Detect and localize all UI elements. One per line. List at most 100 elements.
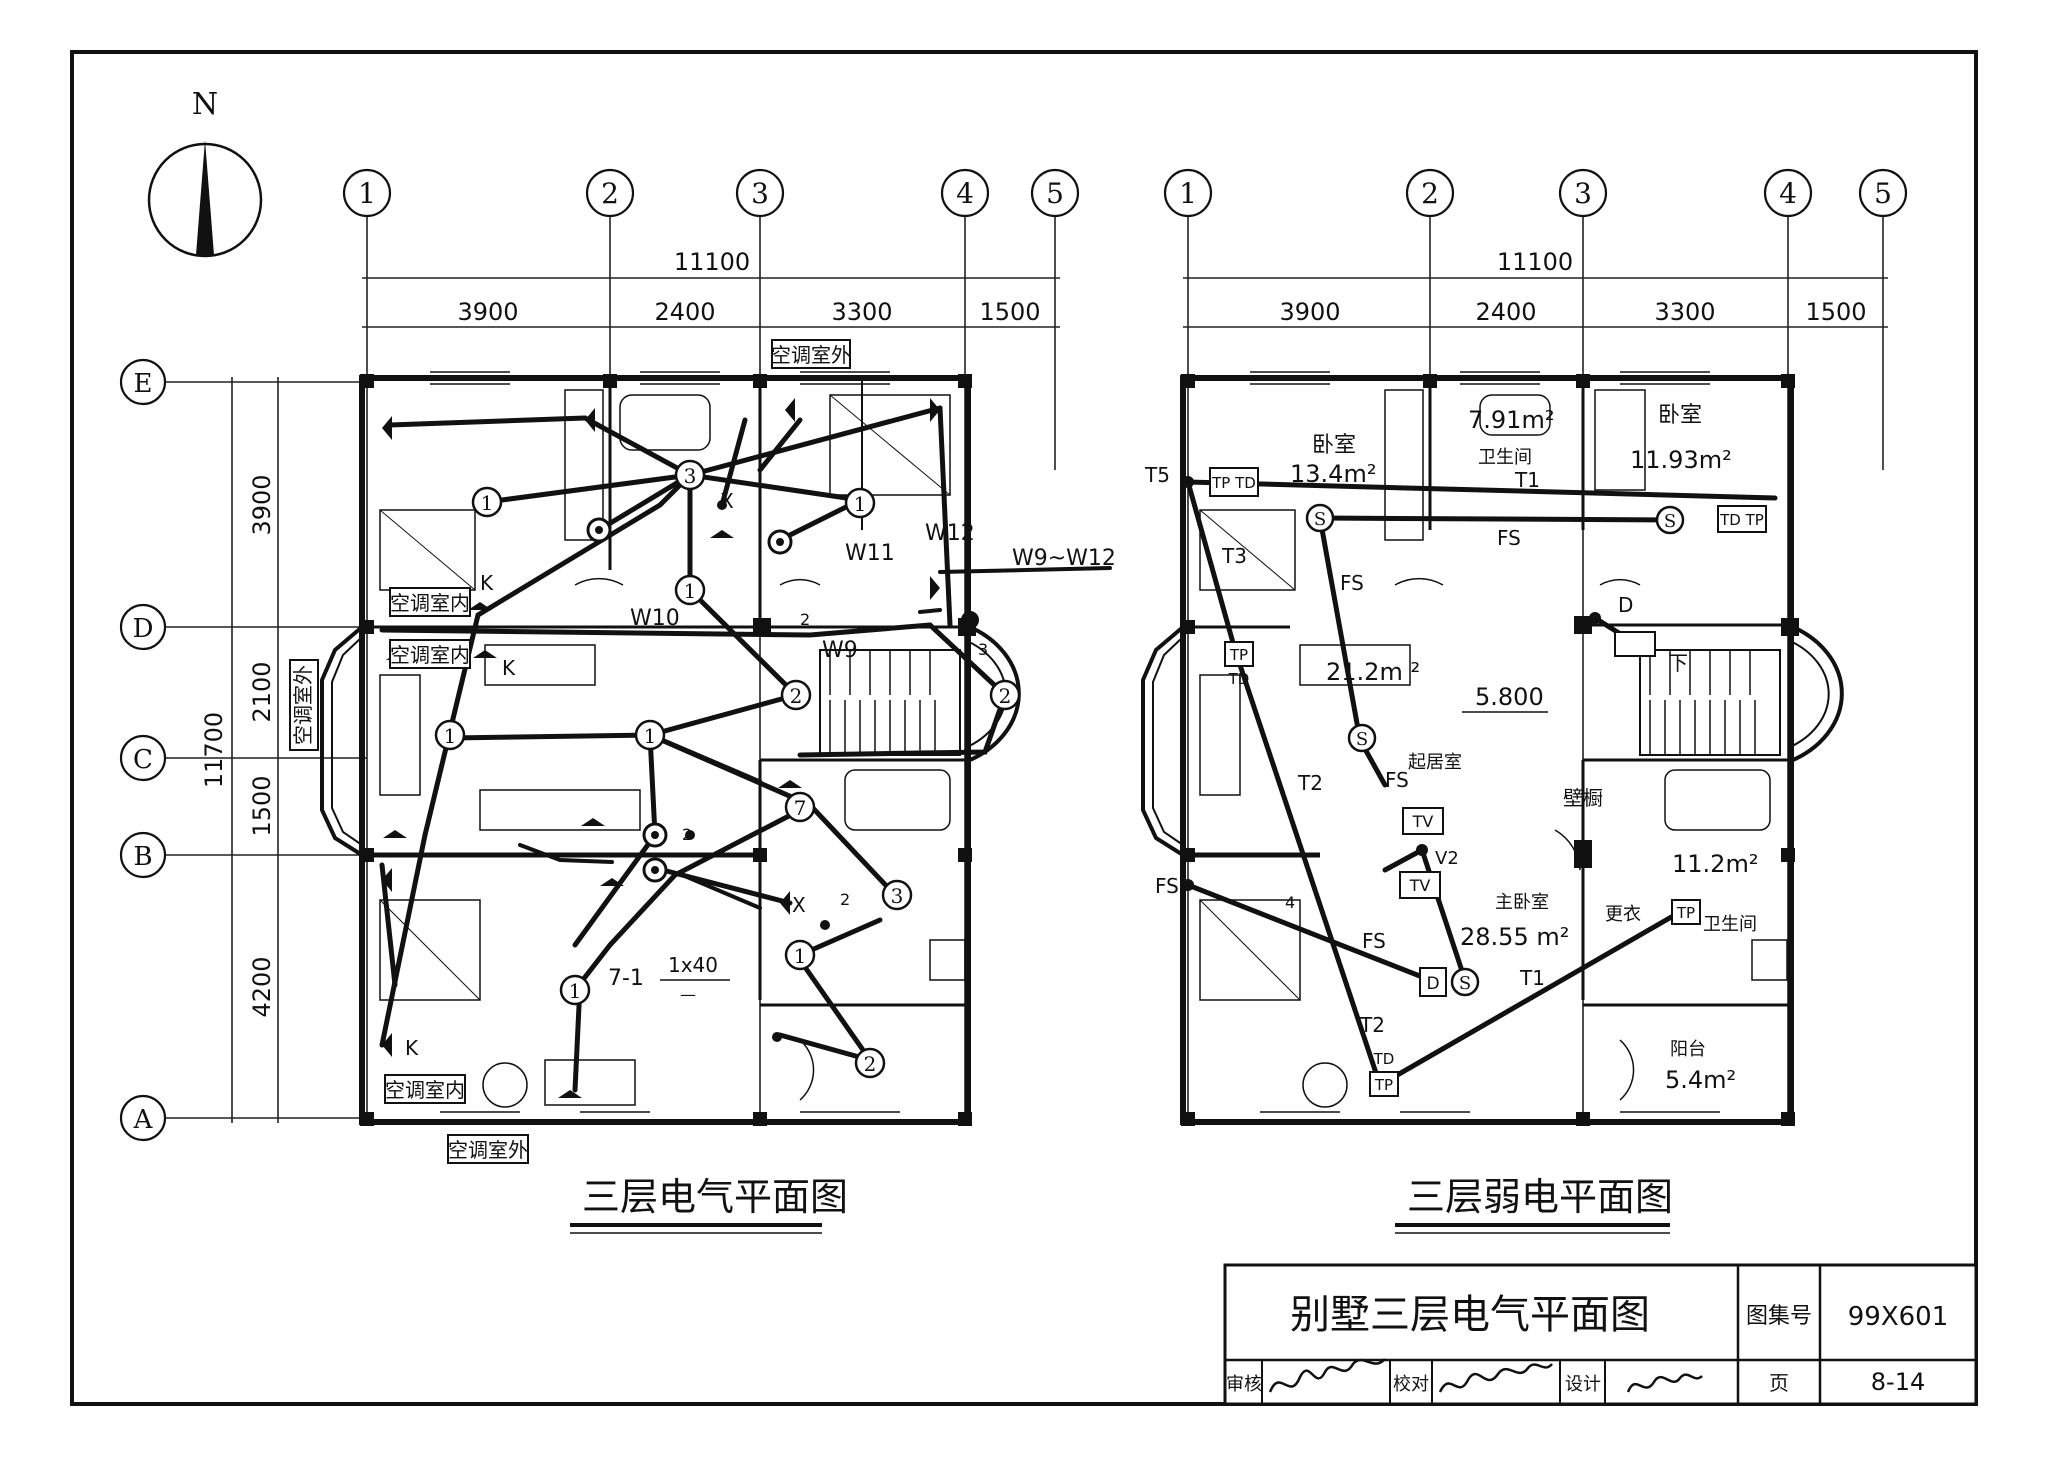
elevation: 5.800 bbox=[1475, 683, 1544, 711]
dim-segment: 1500 bbox=[979, 298, 1040, 326]
cable-label: FS bbox=[1497, 526, 1521, 550]
axis-label: 1 bbox=[1179, 177, 1197, 210]
axis-label: 3 bbox=[751, 177, 769, 210]
cable-label: FS bbox=[1362, 929, 1386, 953]
d-label: D bbox=[1618, 593, 1633, 617]
left-dims-side: 11700 3900 2100 1500 4200 bbox=[200, 377, 279, 1123]
switch-k-label: K bbox=[405, 1036, 419, 1060]
td-tp-box: TD TP bbox=[1719, 511, 1764, 529]
svg-text:S: S bbox=[1664, 511, 1676, 532]
room-name: 卧室 bbox=[1658, 403, 1702, 428]
room-name: 卫生间 bbox=[1478, 447, 1532, 468]
right-plan-title: 三层弱电平面图 bbox=[1407, 1175, 1673, 1219]
tp-box: TP bbox=[1676, 904, 1695, 922]
count-label: 2 bbox=[840, 890, 850, 909]
svg-text:3: 3 bbox=[684, 464, 697, 488]
svg-text:3: 3 bbox=[891, 884, 904, 908]
circuit-label: W11 bbox=[845, 541, 895, 566]
tp-td-box: TP TD bbox=[1211, 474, 1256, 492]
cable-label: T1 bbox=[1514, 468, 1540, 492]
right-axis-x: 1 2 3 4 5 bbox=[1163, 168, 1908, 218]
td-label: TD bbox=[1373, 1050, 1395, 1068]
svg-text:1: 1 bbox=[854, 492, 867, 516]
switch-k-label: K bbox=[480, 571, 494, 595]
tv-box: TV bbox=[1412, 812, 1434, 831]
axis-label: E bbox=[134, 369, 153, 399]
svg-text:S: S bbox=[1356, 729, 1368, 750]
reviewer-signature bbox=[1268, 1358, 1386, 1393]
room-name: 壁橱 bbox=[1563, 786, 1603, 810]
north-needle-icon bbox=[196, 140, 214, 255]
count-label: 2 bbox=[800, 610, 810, 629]
design-label: 设计 bbox=[1565, 1374, 1601, 1395]
cable-label: FS bbox=[1385, 768, 1409, 792]
axis-label: 2 bbox=[1421, 177, 1439, 210]
cable-label: T2 bbox=[1359, 1013, 1385, 1037]
right-labels: 卧室 13.4m² 7.91m² 卫生间 卧室 11.93m² 21.2m ² … bbox=[1144, 403, 1758, 1094]
svg-text:1: 1 bbox=[569, 979, 582, 1003]
cable-label: T2 bbox=[1297, 771, 1323, 795]
cable-label: FS bbox=[1340, 571, 1364, 595]
down-label: 下 bbox=[1668, 651, 1688, 675]
svg-text:S: S bbox=[1314, 509, 1326, 530]
ac-inside-label: 空调室内 bbox=[385, 1078, 465, 1102]
lamp-spec-top: 1x40 bbox=[668, 953, 718, 977]
cable-label: T1 bbox=[1519, 966, 1545, 990]
page-number: 8-14 bbox=[1871, 1368, 1925, 1396]
right-wiring bbox=[1185, 479, 1778, 1088]
page-label: 页 bbox=[1769, 1371, 1789, 1395]
room-name: 卫生间 bbox=[1703, 914, 1757, 935]
left-lamp-markers: 1 3 1 1 2 2 1 1 7 3 1 1 2 bbox=[434, 459, 1021, 1079]
dim-segment: 3900 bbox=[457, 298, 518, 326]
switch-k-label: K bbox=[502, 656, 516, 680]
lamp-spec-bottom: — bbox=[680, 985, 696, 1004]
room-area: 11.93m² bbox=[1630, 446, 1732, 474]
x-label: X bbox=[720, 489, 734, 513]
room-name: 起居室 bbox=[1408, 752, 1462, 773]
ac-outside-label: 空调室外 bbox=[448, 1138, 528, 1162]
circuit-label: W9~W12 bbox=[1012, 546, 1116, 571]
td-label: TD bbox=[1228, 670, 1250, 688]
room-area: 28.55 m² bbox=[1460, 923, 1569, 951]
axis-label: 5 bbox=[1874, 177, 1892, 210]
left-plan: 1 2 3 4 5 E D C B A 11100 3900 2400 3300… bbox=[119, 168, 1116, 1234]
axis-label: 1 bbox=[358, 177, 376, 210]
right-walls bbox=[1141, 371, 1844, 1125]
right-devices: S S S S TP TD TD TP TP TD TD TP TP TV bbox=[1182, 467, 1767, 1097]
svg-text:2: 2 bbox=[999, 684, 1012, 708]
check-label: 校对 bbox=[1393, 1374, 1429, 1395]
right-columns bbox=[1181, 374, 1799, 1126]
room-name: 阳台 bbox=[1670, 1039, 1706, 1060]
dim-segment: 3300 bbox=[831, 298, 892, 326]
dim-segment: 2400 bbox=[1475, 298, 1536, 326]
axis-label: D bbox=[133, 614, 154, 644]
title-block: 别墅三层电气平面图 图集号 99X601 审核 校对 设计 页 8-14 bbox=[1223, 1263, 1978, 1406]
dim-total: 11100 bbox=[674, 248, 750, 276]
left-wiring bbox=[379, 405, 1112, 1093]
room-area: 5.4m² bbox=[1665, 1066, 1736, 1094]
atlas-label: 图集号 bbox=[1746, 1304, 1812, 1329]
axis-label: 2 bbox=[601, 177, 619, 210]
svg-text:S: S bbox=[1459, 973, 1471, 994]
right-plan: 1 2 3 4 5 11100 3900 2400 3300 1500 bbox=[1141, 168, 1908, 1234]
dim-segment: 2400 bbox=[654, 298, 715, 326]
count-label: 4 bbox=[1285, 893, 1295, 912]
dim-segment-y: 2100 bbox=[248, 661, 276, 722]
cable-label: T5 bbox=[1144, 463, 1170, 487]
d-box: D bbox=[1426, 974, 1439, 994]
right-dims-top: 11100 3900 2400 3300 1500 bbox=[1183, 248, 1888, 328]
ac-outside-label: 空调室外 bbox=[291, 665, 315, 745]
svg-text:2: 2 bbox=[790, 684, 803, 708]
room-area: 13.4m² bbox=[1290, 460, 1376, 488]
dim-segment-y: 4200 bbox=[248, 956, 276, 1017]
left-axis-x: 1 2 3 4 5 bbox=[342, 168, 1080, 218]
tp-box: TP bbox=[1374, 1076, 1393, 1094]
cable-label: T3 bbox=[1221, 544, 1247, 568]
svg-text:1: 1 bbox=[444, 724, 457, 748]
ac-inside-label: 空调室内 bbox=[390, 591, 470, 615]
svg-text:7: 7 bbox=[794, 796, 807, 820]
left-axis-y: E D C B A bbox=[119, 358, 167, 1142]
ac-inside-label: 空调室内 bbox=[390, 643, 470, 667]
svg-text:1: 1 bbox=[794, 944, 807, 968]
dim-segment: 1500 bbox=[1805, 298, 1866, 326]
